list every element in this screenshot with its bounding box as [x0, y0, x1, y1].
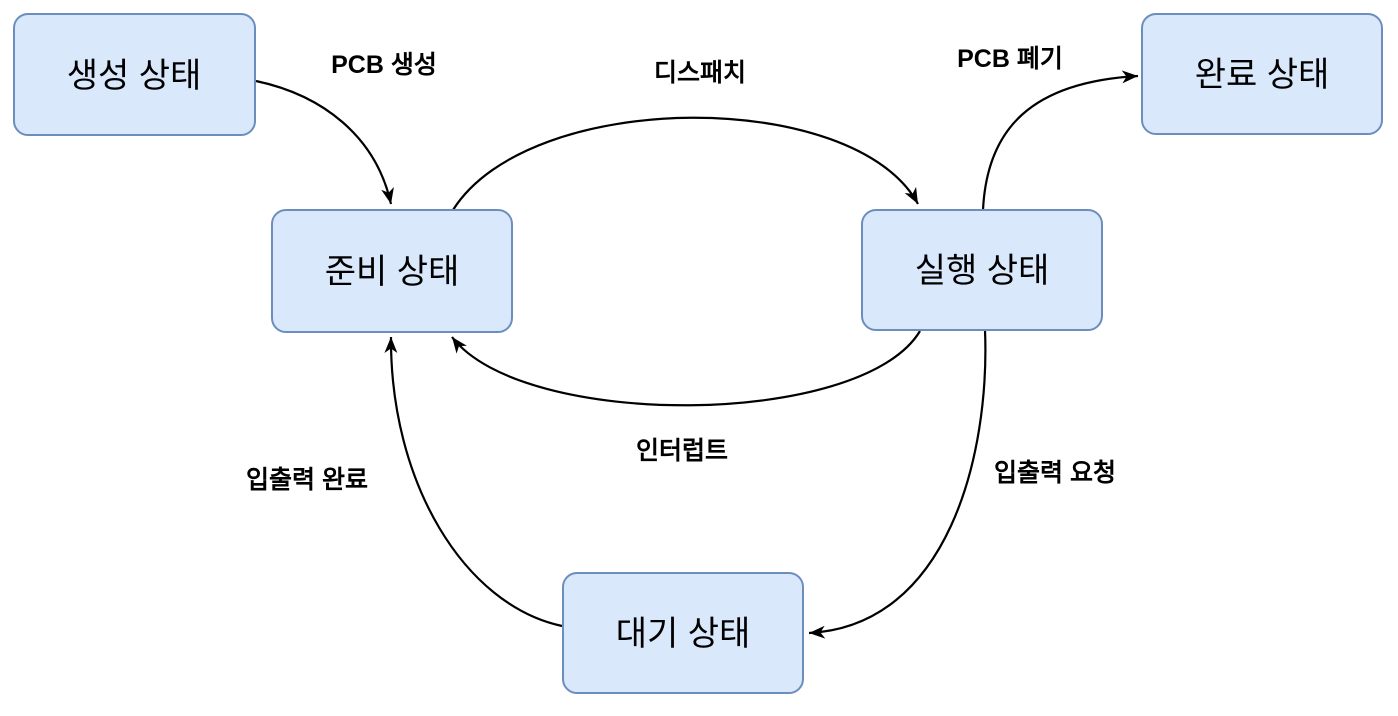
node-created-label: 생성 상태 [67, 57, 202, 95]
edge-io-complete: 입출력 완료 [246, 336, 563, 628]
edge-label-io-complete: 입출력 완료 [246, 466, 368, 494]
node-completed: 완료 상태 [1141, 13, 1383, 135]
node-running: 실행 상태 [861, 209, 1103, 331]
edge-label-pcb-create: PCB 생성 [331, 51, 437, 79]
node-ready-label: 준비 상태 [325, 253, 460, 291]
node-completed-shape [1141, 13, 1383, 135]
edge-pcb-destroy-arrow [981, 70, 1139, 211]
node-running-shape [861, 209, 1103, 331]
node-ready-shape [271, 209, 513, 333]
edge-label-pcb-destroy: PCB 폐기 [957, 45, 1063, 73]
edge-pcb-destroy: PCB 폐기 [957, 45, 1139, 211]
node-ready: 준비 상태 [271, 209, 513, 333]
edge-io-complete-arrow [384, 336, 563, 628]
edge-pcb-create: PCB 생성 [255, 51, 437, 205]
node-created-shape [13, 13, 256, 136]
edge-io-request-arrow [808, 329, 987, 639]
node-waiting: 대기 상태 [562, 572, 804, 694]
edge-pcb-create-arrow [255, 79, 394, 205]
edge-dispatch-arrow [452, 116, 919, 211]
edge-interrupt: 인터럽트 [451, 330, 921, 465]
edge-label-dispatch: 디스패치 [654, 59, 746, 87]
node-running-label: 실행 상태 [915, 252, 1050, 290]
node-waiting-label: 대기 상태 [616, 615, 751, 653]
node-waiting-shape [562, 572, 804, 694]
edge-label-io-request: 입출력 요청 [994, 459, 1116, 487]
edge-dispatch: 디스패치 [452, 59, 919, 211]
edge-label-interrupt: 인터럽트 [636, 437, 728, 465]
edge-io-request: 입출력 요청 [808, 329, 1116, 639]
edge-interrupt-arrow [451, 330, 921, 407]
node-created: 생성 상태 [13, 13, 256, 136]
node-completed-label: 완료 상태 [1195, 56, 1330, 94]
